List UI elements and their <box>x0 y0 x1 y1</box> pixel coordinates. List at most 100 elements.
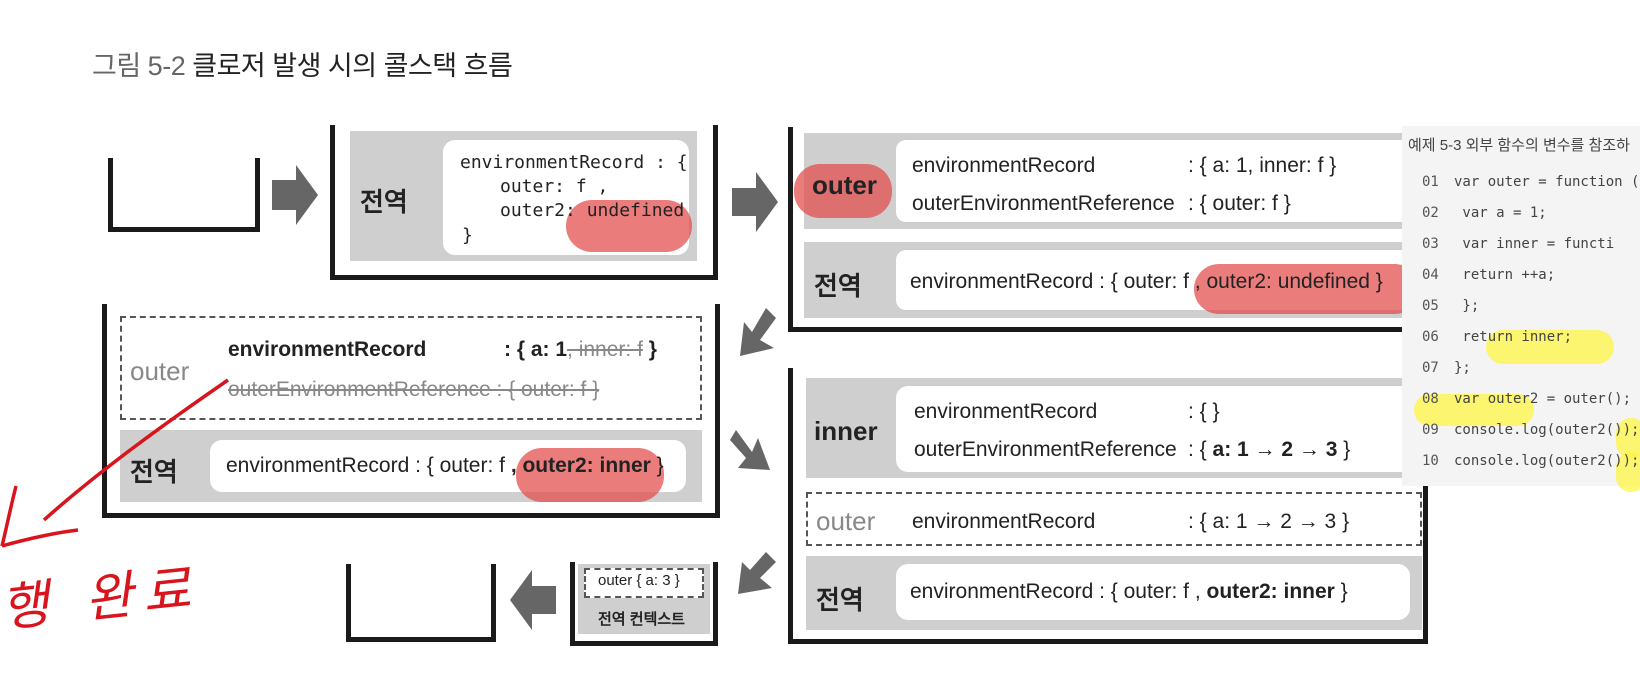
code-line-number: 07 <box>1422 360 1439 376</box>
code-line: 02 var a = 1; <box>1422 205 1547 221</box>
code-line: 03 var inner = functi <box>1422 236 1614 252</box>
empty-stack-start <box>108 158 260 232</box>
outer-er-label: environmentRecord <box>912 154 1096 177</box>
code-line-number: 06 <box>1422 329 1439 345</box>
outer-context-label: outer <box>812 170 877 200</box>
code-line-number: 04 <box>1422 267 1439 283</box>
inner-oer-value: : { a: 1 → 2 → 3 } <box>1188 438 1350 462</box>
stack-panel-5 <box>570 562 718 646</box>
inner-context-box <box>896 386 1418 472</box>
code-line-number: 10 <box>1422 453 1439 469</box>
code-line-text: return ++a; <box>1454 267 1556 283</box>
highlight-undefined <box>566 200 692 252</box>
stack-panel-3 <box>102 304 720 518</box>
arrow-left <box>510 570 556 630</box>
highlight-outer2-undefined <box>1194 264 1420 314</box>
global-er-2: environmentRecord : { outer: f , outer2:… <box>910 270 1383 293</box>
global-er-4: environmentRecord : { outer: f , outer2:… <box>910 580 1348 604</box>
inner-er-value: : { } <box>1188 400 1220 423</box>
outer-er-value-a: : { a: 1 <box>504 338 568 361</box>
code-line-text: }; <box>1454 298 1480 314</box>
inner-context-label: inner <box>814 416 878 446</box>
highlight-call-1 <box>1616 418 1640 458</box>
outer-er-value: : { a: 1, inner: f } <box>1188 154 1337 177</box>
global-er-4-bold: outer2: inner <box>1200 580 1335 603</box>
inner-oer-pre: : { <box>1188 438 1207 461</box>
outer-er-value-3: : { a: 1, inner: f } <box>504 338 657 362</box>
arrow-down-left-1 <box>740 308 776 356</box>
figure-title: 그림 5-2 클로저 발생 시의 콜스택 흐름 <box>92 44 513 83</box>
global-context-label-4: 전역 <box>816 585 864 615</box>
code-panel <box>1402 126 1640 486</box>
code-line: 06 return inner; <box>1422 329 1572 345</box>
code-line-number: 05 <box>1422 298 1439 314</box>
code-line: 04 return ++a; <box>1422 267 1555 283</box>
stack-panel-1 <box>330 125 718 280</box>
highlight-call-2 <box>1616 452 1640 492</box>
global-context-label: 전역 <box>360 187 408 217</box>
figure-caption: 클로저 발생 시의 콜스택 흐름 <box>192 51 513 81</box>
outer-context-removed <box>120 316 702 420</box>
code-line-text: var outer2 = outer(); <box>1454 391 1632 407</box>
handwritten-annotation <box>0 378 229 548</box>
inner-oer-bold: a: 1 → 2 → 3 <box>1212 438 1338 461</box>
code-line: 05 }; <box>1422 298 1479 314</box>
global-er-3-pre: environmentRecord : { outer: f <box>226 454 511 477</box>
arrow-down-right <box>730 430 770 470</box>
outer-context-label-4: outer <box>816 506 876 536</box>
code-line-text: var inner = functi <box>1454 236 1615 252</box>
code-line-text: return inner; <box>1454 329 1573 345</box>
global-context-label-3: 전역 <box>130 457 178 487</box>
global-er-4-post: } <box>1334 580 1348 603</box>
code-heading: 예제 5-3 외부 함수의 변수를 참조하 <box>1408 137 1630 154</box>
outer-context-label-removed: outer <box>130 356 190 386</box>
outer-oer-strike: outerEnvironmentReference : { outer: f } <box>228 378 600 401</box>
code-line: 07}; <box>1422 360 1471 376</box>
highlight-return-inner <box>1486 330 1614 364</box>
highlight-var-outer2 <box>1414 394 1534 426</box>
code-line-text: console.log(outer2()); <box>1454 422 1640 438</box>
er-line-4: } <box>462 225 473 246</box>
outer-er-strike: , inner: f <box>567 338 643 361</box>
inner-er-label: environmentRecord <box>914 400 1098 423</box>
code-line-text: var outer = function ( <box>1454 174 1640 190</box>
code-line: 10 console.log(outer2()); <box>1422 453 1639 469</box>
outer-oer-value: : { outer: f } <box>1188 192 1291 215</box>
code-line-number: 03 <box>1422 236 1439 252</box>
outer-context-dashed-4 <box>806 492 1422 546</box>
code-line-text: var a = 1; <box>1454 205 1547 221</box>
outer-oer-label: outerEnvironmentReference <box>912 192 1175 215</box>
code-line-text: console.log(outer2()); <box>1454 453 1640 469</box>
outer-er-label-3: environmentRecord <box>228 338 427 361</box>
outer-closure-text: outer { a: 3 } <box>598 572 680 589</box>
arrow-right-2 <box>732 172 778 232</box>
outer-context-box <box>896 140 1404 222</box>
code-line-number: 08 <box>1422 391 1439 407</box>
highlight-outer <box>794 164 892 218</box>
inner-oer-post: } <box>1337 438 1351 461</box>
highlight-outer2-inner <box>516 448 664 502</box>
outer-closure-box <box>584 568 704 598</box>
figure-number: 그림 5-2 <box>92 51 186 81</box>
code-line-number: 09 <box>1422 422 1439 438</box>
outer-er-value-4: : { a: 1 → 2 → 3 } <box>1188 510 1350 533</box>
code-line: 01 var outer = function ( <box>1422 174 1639 190</box>
empty-stack-end <box>346 564 496 642</box>
global-er-3-post: } <box>650 454 664 477</box>
global-context-box-4 <box>896 564 1410 620</box>
arrow-right-1 <box>272 165 318 225</box>
global-context-label-2: 전역 <box>814 271 862 301</box>
code-line-number: 02 <box>1422 205 1439 221</box>
inner-oer-label: outerEnvironmentReference <box>914 438 1177 461</box>
global-context-caption: 전역 컨텍스트 <box>598 611 685 628</box>
outer-er-label-4: environmentRecord <box>912 510 1096 533</box>
code-line-text: }; <box>1454 360 1471 376</box>
code-line: 09 console.log(outer2()); <box>1422 422 1639 438</box>
global-er-3-bold: , outer2: inner <box>510 454 651 477</box>
code-line-number: 01 <box>1422 174 1439 190</box>
global-er-3: environmentRecord : { outer: f , outer2:… <box>226 454 664 478</box>
outer-er-close: } <box>642 338 657 361</box>
er-line-1: environmentRecord : { <box>460 152 688 173</box>
global-er-4-pre: environmentRecord : { outer: f , <box>910 580 1201 603</box>
